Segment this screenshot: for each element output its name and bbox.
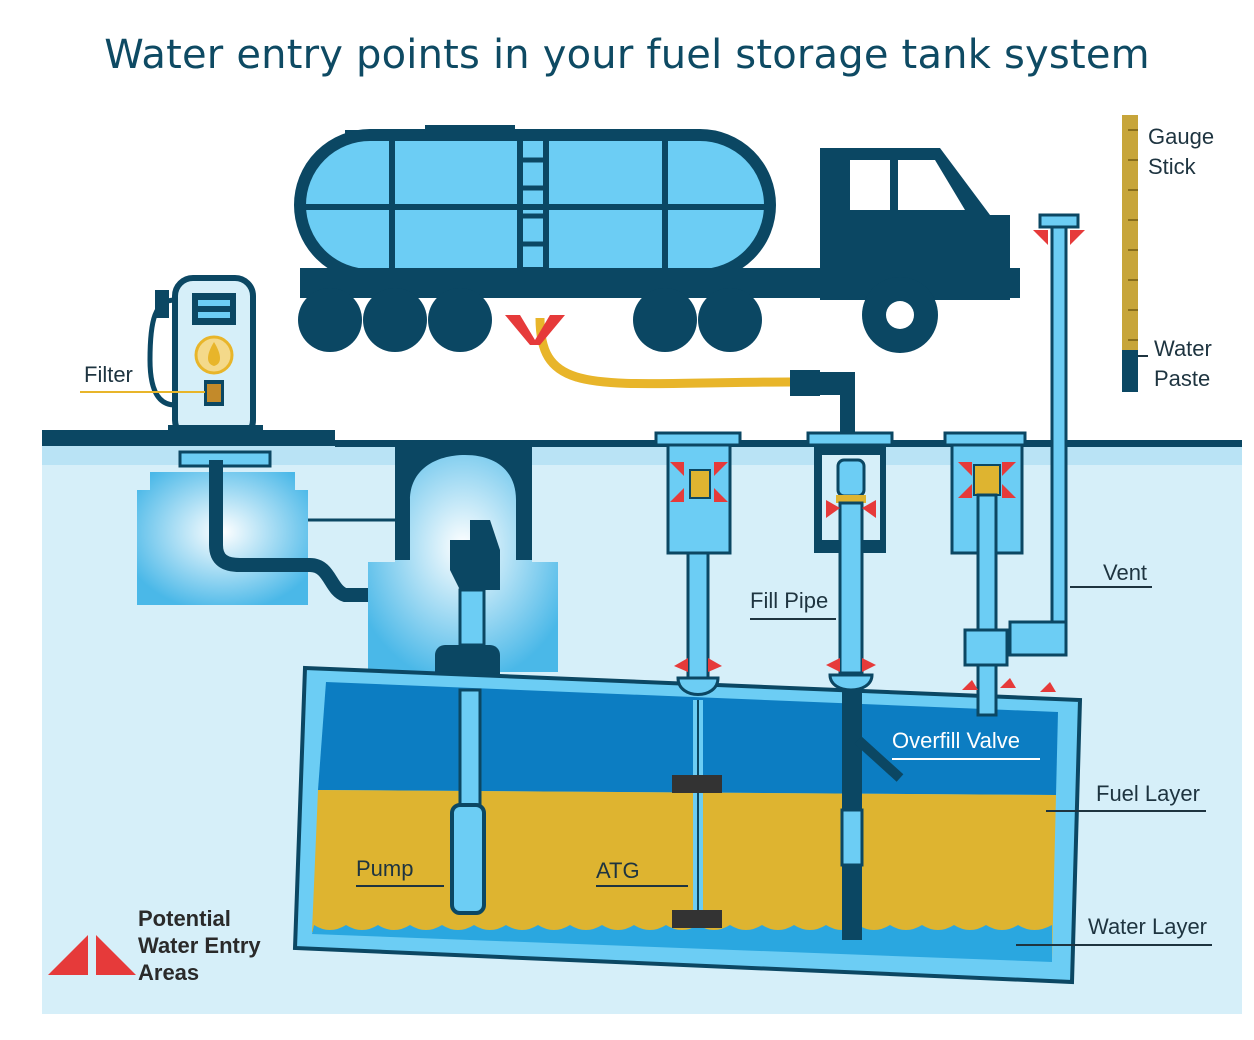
water-layer-label: Water Layer [1088,914,1208,939]
fill-pipe-riser [806,431,904,940]
tanker-truck [294,125,1020,353]
atg-label: ATG [596,858,640,883]
fuel-dispenser [147,275,263,441]
delivery-hose [535,317,791,389]
fuel-layer-underline [1046,810,1206,812]
legend-line-3: Areas [138,960,200,985]
water-layer-underline [1016,944,1212,946]
vent-pipe [1008,213,1085,657]
overfill-valve-underline [892,758,1040,760]
legend-marker-icon [48,935,136,975]
overfill-valve-label: Overfill Valve [892,728,1020,753]
fuel-layer-label: Fuel Layer [1096,781,1200,806]
legend-line-2: Water Entry [138,933,261,958]
atg-underline [596,885,688,887]
vent-underline [1070,586,1152,588]
entry-marker-truck [505,315,565,345]
water-paste-label-2: Paste [1154,366,1211,391]
turbine-sump [368,444,558,690]
gauge-stick-label-2: Stick [1148,154,1196,179]
road-surface-right [335,440,1242,447]
fill-pipe-underline [750,618,836,620]
gauge-stick-label: Gauge [1148,124,1215,149]
pump-drop-tube [458,688,482,807]
fill-pipe-label: Fill Pipe [750,588,829,613]
gauge-stick [1122,115,1138,392]
submersible-pump [450,803,486,915]
water-paste-label: Water [1154,336,1212,361]
pump-underline [356,885,444,887]
legend-line-1: Potential [138,906,231,931]
hose-coupler [790,370,820,396]
atg-riser [654,431,742,928]
ground-band [42,445,1242,465]
pump-label: Pump [356,856,414,881]
dispenser-sump [137,450,468,605]
storage-tank [292,665,1083,985]
filter-label: Filter [84,362,133,387]
page-title: Water entry points in your fuel storage … [104,32,1150,78]
vent-label: Vent [1103,560,1148,585]
vapor-riser [943,431,1056,717]
